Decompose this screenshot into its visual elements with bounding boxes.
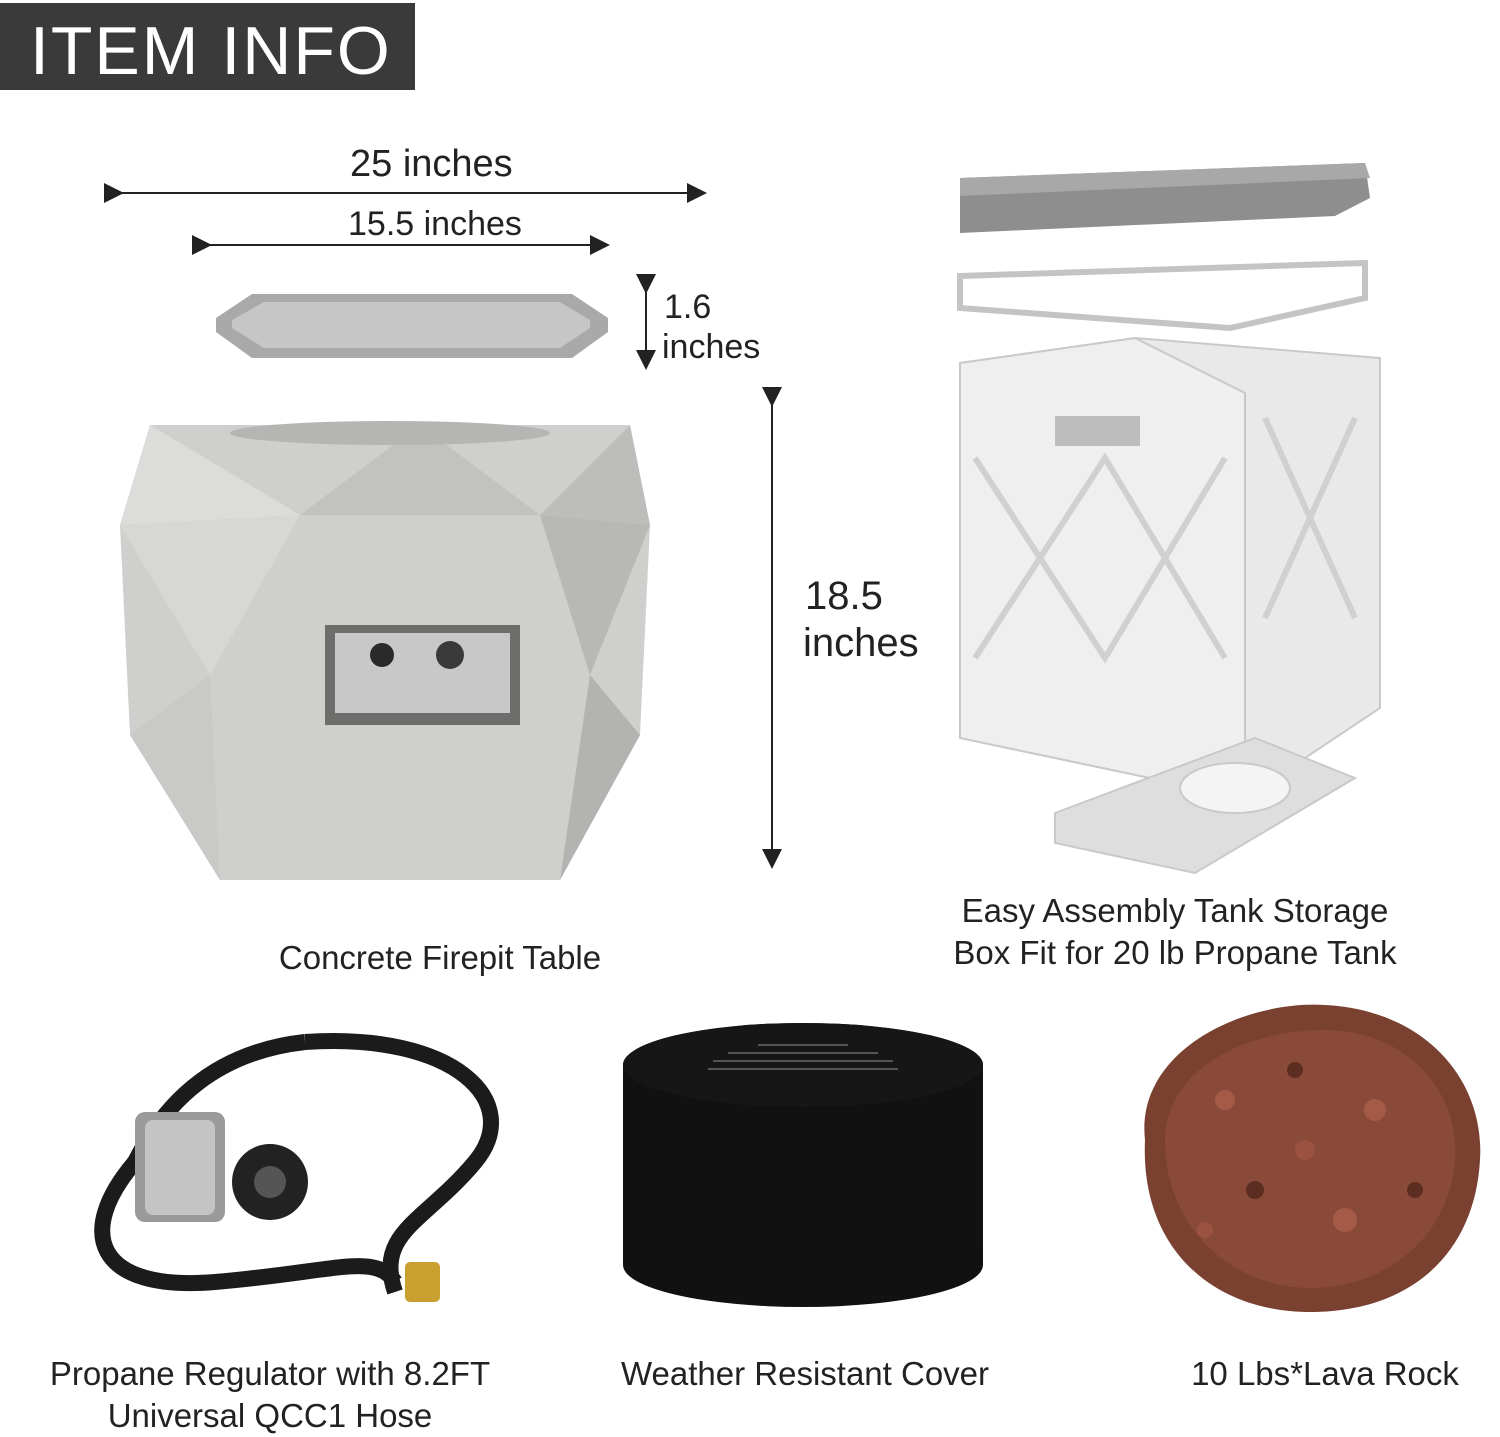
tank-storage-box-image (957, 163, 1381, 875)
concrete-firepit-image (120, 421, 650, 880)
lid-thickness-value: 1.6 (664, 288, 712, 326)
regulator-caption-line1: Propane Regulator with 8.2FT (49, 1355, 491, 1392)
cover-caption: Weather Resistant Cover (620, 1355, 990, 1392)
firepit-lid-image (216, 294, 608, 358)
propane-regulator-hose-image (94, 1033, 499, 1302)
page-title: ITEM INFO (30, 13, 392, 89)
regulator-caption-line2: Universal QCC1 Hose (107, 1397, 433, 1435)
outer-width-label: 25 inches (350, 143, 513, 185)
height-unit: inches (803, 621, 919, 665)
height-value: 18.5 (805, 574, 883, 618)
weather-resistant-cover-image (623, 1023, 983, 1307)
firepit-caption: Concrete Firepit Table (278, 939, 602, 976)
header-banner (0, 3, 415, 90)
regulator-caption: Propane Regulator with 8.2FT Universal Q… (20, 1353, 520, 1437)
inner-width-label: 15.5 inches (348, 205, 522, 243)
tank-box-caption-line2: Box Fit for 20 lb Propane Tank (953, 934, 1397, 972)
tank-box-caption-line1: Easy Assembly Tank Storage (961, 892, 1389, 929)
tank-box-caption: Easy Assembly Tank Storage Box Fit for 2… (910, 890, 1440, 974)
lid-thickness-unit: inches (662, 328, 761, 366)
lava-rock-caption: 10 Lbs*Lava Rock (1191, 1355, 1459, 1392)
lava-rock-image (1144, 1004, 1481, 1313)
